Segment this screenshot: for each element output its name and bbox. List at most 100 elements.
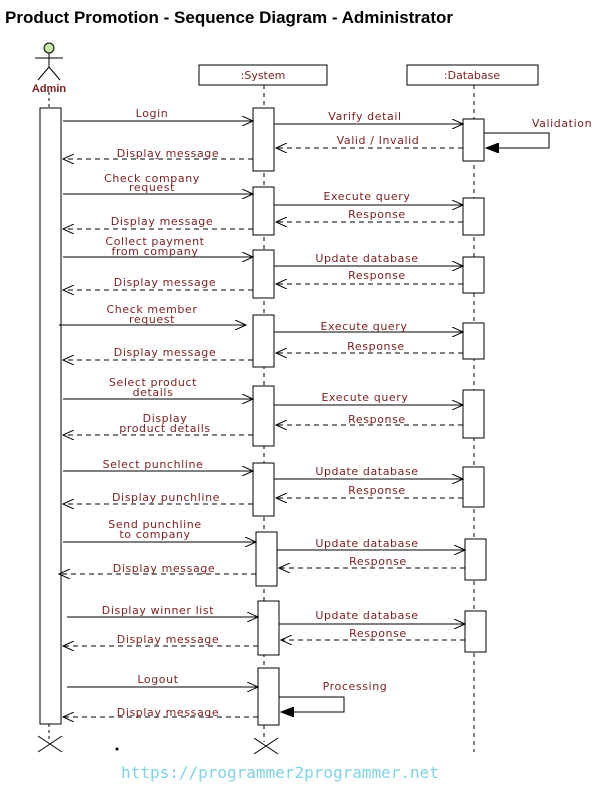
message: Display message (63, 346, 253, 360)
message: Execute query (274, 391, 463, 405)
message: Response (276, 484, 463, 498)
message-label: Validation (532, 117, 592, 130)
actor-left-leg (37, 66, 50, 81)
self-message-arrow (279, 696, 345, 712)
message: Response (281, 627, 465, 640)
message: Select punchline (63, 458, 253, 471)
message-label: Select punchline (103, 458, 204, 471)
message: Response (276, 269, 463, 284)
message-label: Response (349, 627, 407, 640)
message: Update database (277, 537, 465, 550)
database-activation (462, 322, 485, 360)
message: Execute query (274, 190, 463, 205)
message-label: product details (119, 422, 210, 435)
database-activation (462, 466, 485, 508)
database-lifeline-head: :Database (406, 64, 539, 86)
message: Display message (63, 215, 253, 229)
system-label: :System (241, 69, 286, 82)
actor-right-leg (48, 66, 61, 81)
message: Display winner list (67, 604, 258, 617)
actor-head-icon (43, 42, 55, 54)
message: Validation (484, 117, 592, 148)
footer-url: https://programmer2programmer.net (121, 763, 439, 782)
message-label: Update database (315, 537, 418, 550)
message-label: Update database (315, 252, 418, 265)
message-label: from company (112, 245, 199, 258)
message-label: Execute query (320, 320, 407, 333)
database-box (406, 64, 539, 86)
message-label: Response (348, 484, 406, 497)
message: Varify detail (274, 110, 463, 124)
message: Update database (279, 609, 465, 624)
admin-destroy-icon (37, 735, 63, 753)
self-message-arrow (484, 132, 550, 148)
stray-dot (115, 747, 119, 751)
system-destroy-icon (253, 737, 279, 755)
message-label: Execute query (321, 391, 408, 404)
database-activation (462, 389, 485, 439)
message-label: Display message (113, 562, 215, 575)
message-label: details (133, 386, 174, 399)
message-label: request (129, 313, 175, 326)
message: Display message (63, 147, 253, 160)
message-label: Select product (109, 376, 197, 389)
message-label: Execute query (323, 190, 410, 203)
admin-activation (39, 107, 62, 725)
message-label: Response (347, 340, 405, 353)
database-activation (462, 197, 485, 236)
message-label: Response (348, 208, 406, 221)
message: Display message (59, 562, 256, 575)
message: Response (279, 555, 465, 568)
diagram-title: Product Promotion - Sequence Diagram - A… (5, 8, 453, 27)
system-activation (252, 186, 275, 236)
message-label: Display message (117, 706, 219, 719)
message-label: Response (348, 413, 406, 426)
system-activation (252, 107, 275, 172)
system-box (198, 64, 328, 86)
message-label: Update database (315, 609, 418, 622)
message-label: Update database (315, 465, 418, 478)
message: Update database (274, 252, 463, 266)
message: Valid / Invalid (276, 134, 463, 148)
system-activation (252, 314, 275, 368)
database-activation (464, 538, 487, 581)
message: Display message (63, 276, 253, 290)
message: Logout (67, 673, 258, 687)
message-label: Valid / Invalid (337, 134, 420, 147)
message: Update database (274, 465, 463, 479)
message-label: Logout (137, 673, 178, 686)
message-label: Collect payment (105, 235, 204, 248)
message-label: Response (349, 555, 407, 568)
admin-actor: Admin (32, 42, 67, 95)
message-label: to company (119, 528, 190, 541)
message-label: Varify detail (328, 110, 401, 123)
message: Response (276, 208, 463, 222)
message-label: Display winner list (102, 604, 214, 617)
database-activation (462, 118, 485, 162)
message: Display punchline (63, 491, 253, 504)
message: Login (63, 107, 253, 121)
actor-name: Admin (32, 83, 67, 95)
message: Processing (279, 680, 387, 712)
message: Display message (63, 633, 258, 646)
system-activation (252, 385, 275, 447)
message: Response (276, 413, 463, 426)
database-activation (462, 256, 485, 294)
message-label: Login (136, 107, 169, 120)
message: Display message (63, 706, 258, 719)
system-activation (257, 600, 280, 656)
database-activation (464, 610, 487, 653)
message: Response (276, 340, 463, 353)
message-label: Display message (114, 276, 216, 289)
system-activation (255, 531, 278, 587)
system-activation (252, 249, 275, 299)
message-label: Display message (117, 147, 219, 160)
